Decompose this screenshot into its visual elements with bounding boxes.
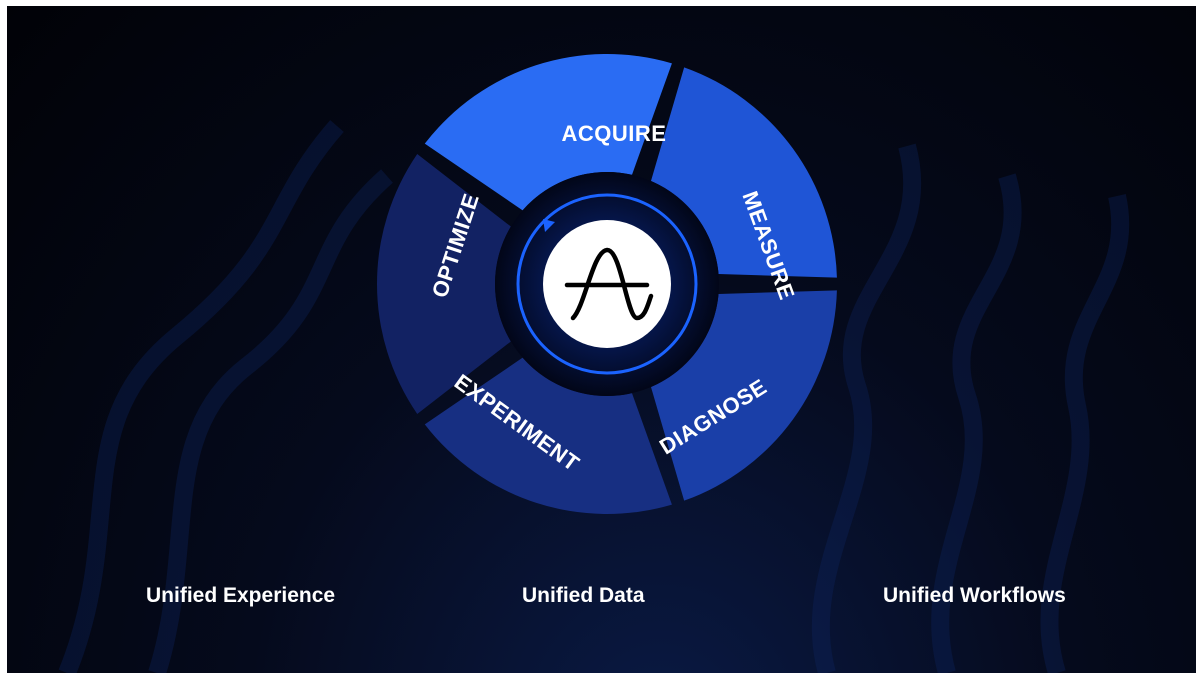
segment-acquire xyxy=(424,53,672,211)
segment-experiment xyxy=(424,357,672,514)
pillar-unified-workflows: Unified Workflows xyxy=(883,584,1066,607)
amplitude-logo-icon xyxy=(564,247,654,321)
background-waves xyxy=(58,120,1130,673)
cycle-arrow-icon xyxy=(543,219,555,232)
segment-measure xyxy=(650,67,837,278)
pillar-unified-experience: Unified Experience xyxy=(146,584,336,607)
segment-diagnose xyxy=(650,290,837,501)
segment-optimize xyxy=(377,154,511,414)
pillar-unified-data: Unified Data xyxy=(522,584,645,607)
hub-ring xyxy=(516,193,698,375)
segment-label-acquire: ACQUIRE xyxy=(562,121,667,146)
